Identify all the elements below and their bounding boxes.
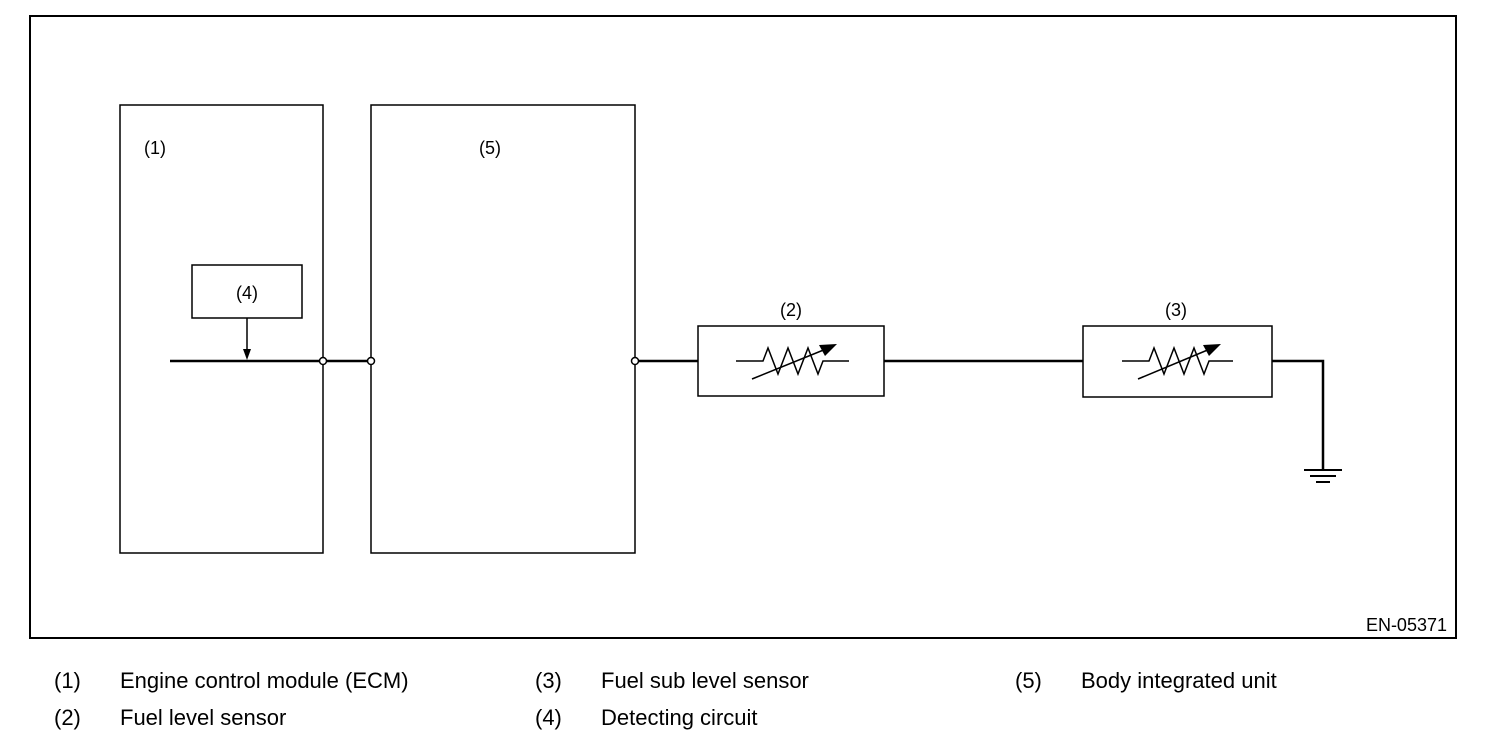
fuel-level-sensor-block — [697, 325, 885, 397]
wire-to-ground — [1272, 359, 1325, 470]
body-unit-block — [370, 104, 636, 554]
variable-resistor-icon — [1122, 344, 1233, 380]
legend-text: Fuel level sensor — [120, 705, 287, 730]
ground-icon — [1304, 469, 1342, 483]
legend-number: (2) — [54, 705, 81, 730]
legend-text: Body integrated unit — [1081, 668, 1277, 693]
legend-text: Detecting circuit — [601, 705, 758, 730]
fuel-level-sensor-label: (2) — [780, 300, 802, 320]
variable-resistor-icon — [736, 344, 849, 380]
fuel-sub-level-sensor-label: (3) — [1165, 300, 1187, 320]
detecting-circuit-label: (4) — [236, 283, 258, 303]
legend-number: (5) — [1015, 668, 1042, 693]
legend-text: Engine control module (ECM) — [120, 668, 409, 693]
legend-number: (1) — [54, 668, 81, 693]
terminal-ecm — [318, 356, 328, 366]
legend-number: (4) — [535, 705, 562, 730]
body-unit-label: (5) — [479, 138, 501, 158]
legend-text: Fuel sub level sensor — [601, 668, 809, 693]
diagram-frame — [29, 15, 1457, 639]
figure-id: EN-05371 — [1366, 615, 1447, 635]
ecm-label: (1) — [144, 138, 166, 158]
legend-number: (3) — [535, 668, 562, 693]
detect-arrow-head — [243, 349, 251, 360]
terminal-body-out — [630, 356, 640, 366]
fuel-sub-level-sensor-block — [1082, 325, 1273, 398]
terminal-body-in — [366, 356, 376, 366]
ecm-block — [119, 104, 324, 554]
